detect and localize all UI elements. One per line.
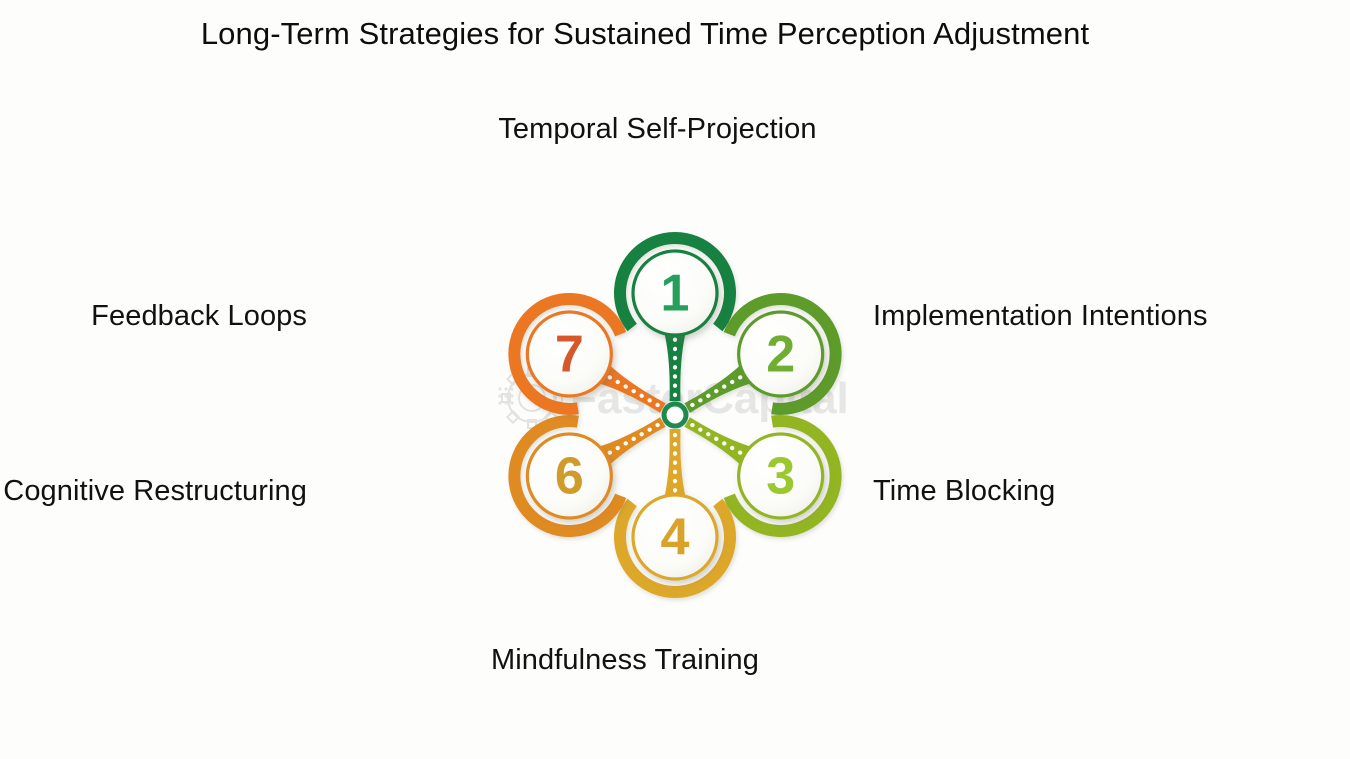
petal-hook	[508, 292, 627, 415]
disc-number: 2	[766, 326, 795, 384]
disc-face	[631, 493, 719, 581]
node-label-temporal-self-projection: Temporal Self-Projection	[498, 113, 817, 145]
disc-face	[525, 432, 613, 520]
petal-hook	[723, 415, 842, 538]
disc-number: 1	[661, 265, 690, 323]
disc-number: 6	[555, 448, 584, 506]
petal-hook	[614, 498, 736, 598]
center-hub	[661, 401, 689, 429]
disc-face	[737, 310, 825, 398]
petal-hook	[508, 415, 627, 538]
node-label-time-blocking: Time Blocking	[873, 475, 1056, 507]
petal-hook	[614, 232, 736, 332]
node-label-cognitive-restructuring: Cognitive Restructuring	[3, 475, 307, 507]
disc-number: 7	[555, 326, 584, 384]
disc-number: 4	[661, 509, 690, 567]
number-disc-6[interactable]: 6	[525, 432, 613, 520]
number-disc-2[interactable]: 2	[737, 310, 825, 398]
radial-petal-diagram: 1 2 3 4 6 7	[455, 175, 895, 645]
petal-hook	[723, 292, 842, 415]
number-disc-layer: 1 2 3 4 6 7	[525, 249, 825, 581]
number-disc-4[interactable]: 4	[631, 493, 719, 581]
node-label-feedback-loops: Feedback Loops	[91, 300, 307, 332]
number-disc-1[interactable]: 1	[631, 249, 719, 337]
page-title: Long-Term Strategies for Sustained Time …	[200, 16, 1090, 51]
number-disc-7[interactable]: 7	[525, 310, 613, 398]
node-label-mindfulness-training: Mindfulness Training	[491, 644, 759, 676]
disc-face	[737, 432, 825, 520]
disc-face	[631, 249, 719, 337]
node-label-implementation-intentions: Implementation Intentions	[873, 300, 1208, 332]
disc-face	[525, 310, 613, 398]
number-disc-3[interactable]: 3	[737, 432, 825, 520]
disc-number: 3	[766, 448, 795, 506]
